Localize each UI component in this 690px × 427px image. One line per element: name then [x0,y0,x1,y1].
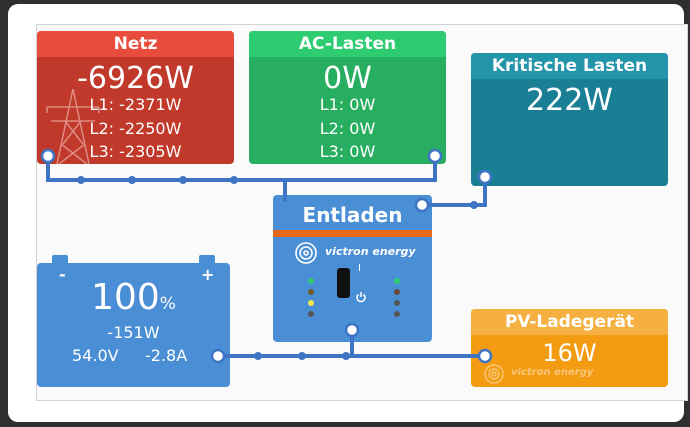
battery-box[interactable]: - + 100% -151W 54.0V -2.8A [37,263,230,387]
led-left-1 [308,278,314,284]
ac-loads-box[interactable]: AC-Lasten 0W L1: 0W L2: 0W L3: 0W [249,31,446,164]
battery-power: -151W [107,323,160,342]
grid-l3: L3: -2305W [89,142,182,161]
battery-voltage: 54.0V [72,346,119,365]
critical-loads-power: 222W [526,83,613,118]
led-right-2 [394,289,400,295]
led-left-3 [308,300,314,306]
power-icon [356,292,366,303]
critical-loads-box[interactable]: Kritische Lasten 222W [471,53,668,186]
led-right-4 [394,311,400,317]
battery-terminal-left [52,255,68,263]
ac-loads-l2: L2: 0W [319,119,376,138]
battery-soc-unit: % [159,294,176,314]
battery-soc: 100% [37,277,230,318]
grid-box[interactable]: Netz -6926W L1: -2371W L2: -2250W L3: -2… [37,31,234,164]
grid-power: -6926W [77,61,194,96]
inverter-switch-on-label: I [358,263,361,274]
victron-logo-icon [295,242,317,264]
pv-charger-power: 16W [542,339,597,367]
battery-plus-label: + [201,265,215,284]
led-right-3 [394,300,400,306]
ac-loads-l3: L3: 0W [319,142,376,161]
grid-title: Netz [37,31,234,57]
inverter-box[interactable]: Entladen victron energy I [273,195,432,342]
battery-terminal-right [199,255,215,263]
led-left-2 [308,289,314,295]
inverter-switch[interactable] [337,268,350,298]
pv-charger-box[interactable]: PV-Ladegerät victron energy 16W [471,309,668,387]
led-right-1 [394,278,400,284]
inverter-accent-bar [273,230,432,237]
pv-charger-title: PV-Ladegerät [471,309,668,335]
inverter-brand: victron energy [325,245,416,258]
grid-l2: L2: -2250W [89,119,182,138]
battery-minus-label: - [59,265,66,284]
ac-loads-title: AC-Lasten [249,31,446,57]
led-left-4 [308,311,314,317]
battery-current: -2.8A [145,346,188,365]
battery-soc-value: 100 [91,277,160,318]
ac-loads-power: 0W [323,61,372,96]
inverter-title: Entladen [302,203,403,227]
pv-charger-brand: victron energy [511,367,594,378]
ac-loads-l1: L1: 0W [319,95,376,114]
grid-l1: L1: -2371W [89,95,182,114]
critical-loads-title: Kritische Lasten [471,53,668,79]
victron-logo-icon-pv [484,364,504,384]
